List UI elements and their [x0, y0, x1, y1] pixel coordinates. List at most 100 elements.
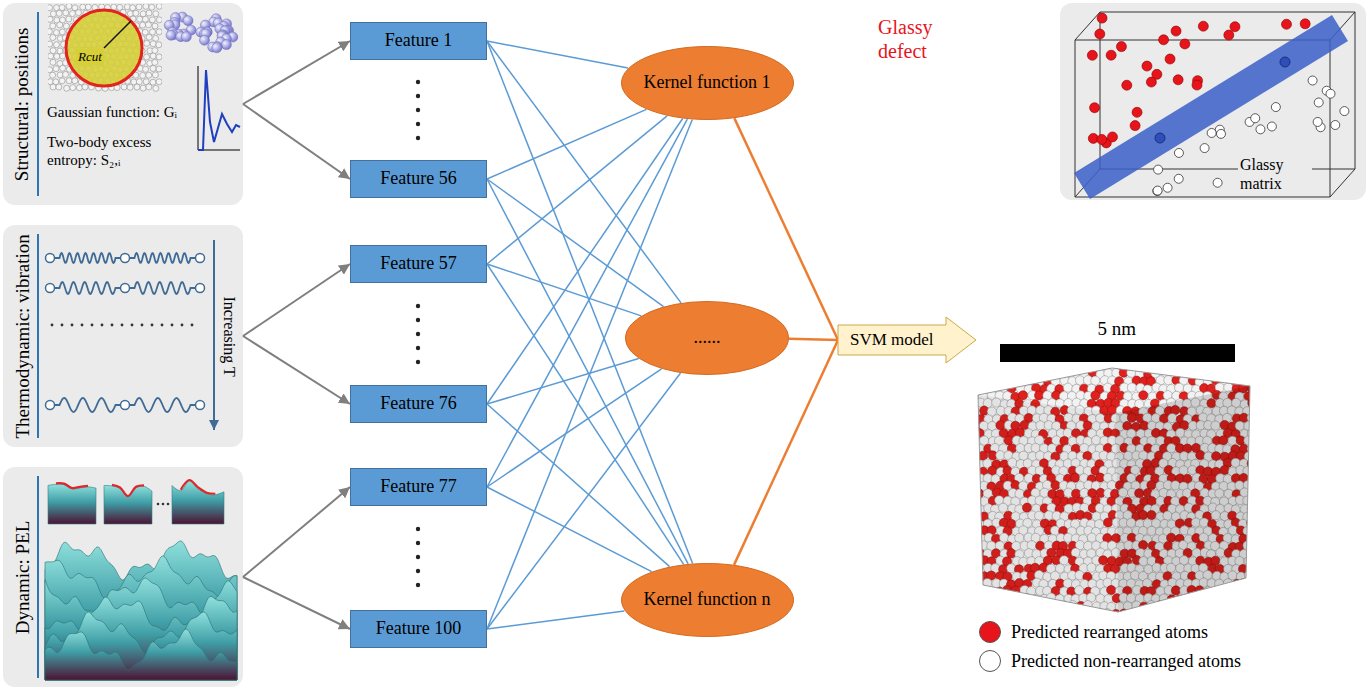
panel-note: Two-body excess entropy: S₂,ᵢ: [47, 133, 177, 169]
atom-configuration: [50, 35, 56, 41]
feature-box: Feature 56: [350, 160, 487, 198]
arrow-outline: [838, 317, 976, 363]
atom-point: [1281, 19, 1291, 29]
atom-cube: [987, 377, 996, 386]
ellipsis-dots: [416, 555, 420, 559]
atom-configuration: [82, 84, 88, 90]
connector: [243, 264, 350, 336]
atom-configuration: [60, 65, 66, 71]
atom-point: [1200, 144, 1209, 153]
atom-cube: [1171, 601, 1180, 610]
atom-cube: [1015, 594, 1024, 603]
atom-cube: [970, 376, 979, 385]
atom-configuration: [59, 29, 65, 35]
atom-configuration: [48, 67, 53, 73]
atom-cube: [1248, 580, 1257, 589]
atom-cube: [976, 384, 985, 393]
atom-point: [1107, 132, 1117, 142]
energy-landscape: [45, 578, 237, 680]
bracket-line: [37, 12, 39, 196]
feature-box: Feature 1: [350, 22, 487, 60]
atom-configuration: [142, 16, 148, 22]
atom-configuration: [48, 41, 53, 47]
atom-cube: [1231, 609, 1240, 618]
atom-configuration: [153, 11, 159, 17]
atom-cube: [1188, 601, 1197, 610]
atom-cube: [1248, 534, 1257, 543]
atom-cube: [972, 511, 981, 520]
atom-configuration: [136, 79, 142, 85]
atom-cube: [1032, 370, 1041, 379]
atom-configuration: [59, 5, 65, 11]
vibration-spring: [130, 253, 196, 263]
kernel-label: ......: [694, 327, 721, 349]
vibration-spring: [121, 284, 130, 293]
atom-cube: [1035, 602, 1044, 611]
atom-configuration: [156, 54, 162, 60]
energy-landscape: [45, 596, 237, 680]
atom-cube: [1044, 601, 1053, 610]
atom-cube: [1211, 601, 1220, 610]
atom-cube: [995, 362, 1004, 371]
atom-cube: [1003, 601, 1012, 610]
atom-configuration: [146, 84, 152, 90]
atom-cube: [1095, 609, 1104, 618]
atom-cube: [1184, 608, 1193, 617]
atom-cube: [1139, 391, 1148, 400]
atom-cube: [1003, 377, 1012, 386]
atom-point: [1159, 35, 1169, 45]
vibration-spring: [55, 282, 121, 294]
atom-cube: [1036, 361, 1045, 370]
vibration-spring: [171, 324, 174, 327]
legend-item: Predicted non-rearranged atoms: [979, 648, 1241, 674]
energy-landscape: [56, 483, 88, 488]
atom-configuration: [57, 22, 63, 28]
atomic-cluster: [221, 40, 231, 50]
atom-cube: [970, 542, 979, 551]
connector: [487, 41, 628, 68]
atom-point: [1132, 107, 1142, 117]
atom-cube: [1012, 362, 1021, 371]
panel-background: [3, 467, 243, 687]
atom-cube: [1196, 601, 1205, 610]
atom-point: [1122, 80, 1132, 90]
atom-configuration: [142, 29, 148, 35]
atom-point: [1216, 129, 1225, 138]
rdf-plot: [198, 66, 240, 150]
atom-cube: [971, 556, 980, 565]
atom-point: [1313, 117, 1322, 126]
atom-cube: [1212, 362, 1221, 371]
panel-title: Structural: positions: [11, 27, 34, 181]
atom-configuration: [150, 65, 156, 71]
atom-cube: [1243, 601, 1252, 610]
atom-point: [1192, 80, 1202, 90]
atom-cube: [1156, 362, 1165, 371]
atom-cube: [1247, 519, 1256, 528]
kernel-ellipse: ......: [625, 301, 789, 375]
atom-point: [1326, 89, 1335, 98]
atom-cube: [1068, 360, 1077, 369]
atom-cube: [1228, 587, 1237, 596]
atom-cube: [1244, 586, 1253, 595]
atom-point: [1097, 134, 1107, 144]
atom-configuration: [66, 78, 72, 84]
vibration-spring: [46, 284, 55, 293]
feature-box: Feature 57: [350, 245, 487, 283]
atom-configuration: [137, 16, 143, 22]
classification-plot: Glassy defectGlassy matrix: [1060, 3, 1366, 200]
atom-cube: [1200, 593, 1209, 602]
atom-cube: [1224, 369, 1233, 378]
atom-cube: [1128, 609, 1137, 618]
atom-cube: [1223, 609, 1232, 618]
vibration-spring: [61, 324, 64, 327]
atom-cube: [991, 608, 1000, 617]
atom-configuration: [143, 4, 149, 9]
cube-shading: [1116, 386, 1250, 612]
atomic-cluster: [199, 35, 209, 45]
atom-configuration: [146, 10, 152, 16]
atom-cube: [974, 579, 983, 588]
atom-configuration: [145, 22, 151, 28]
ellipsis-dots: [416, 569, 420, 573]
atom-point: [1154, 165, 1163, 174]
atom-configuration: [54, 5, 60, 11]
